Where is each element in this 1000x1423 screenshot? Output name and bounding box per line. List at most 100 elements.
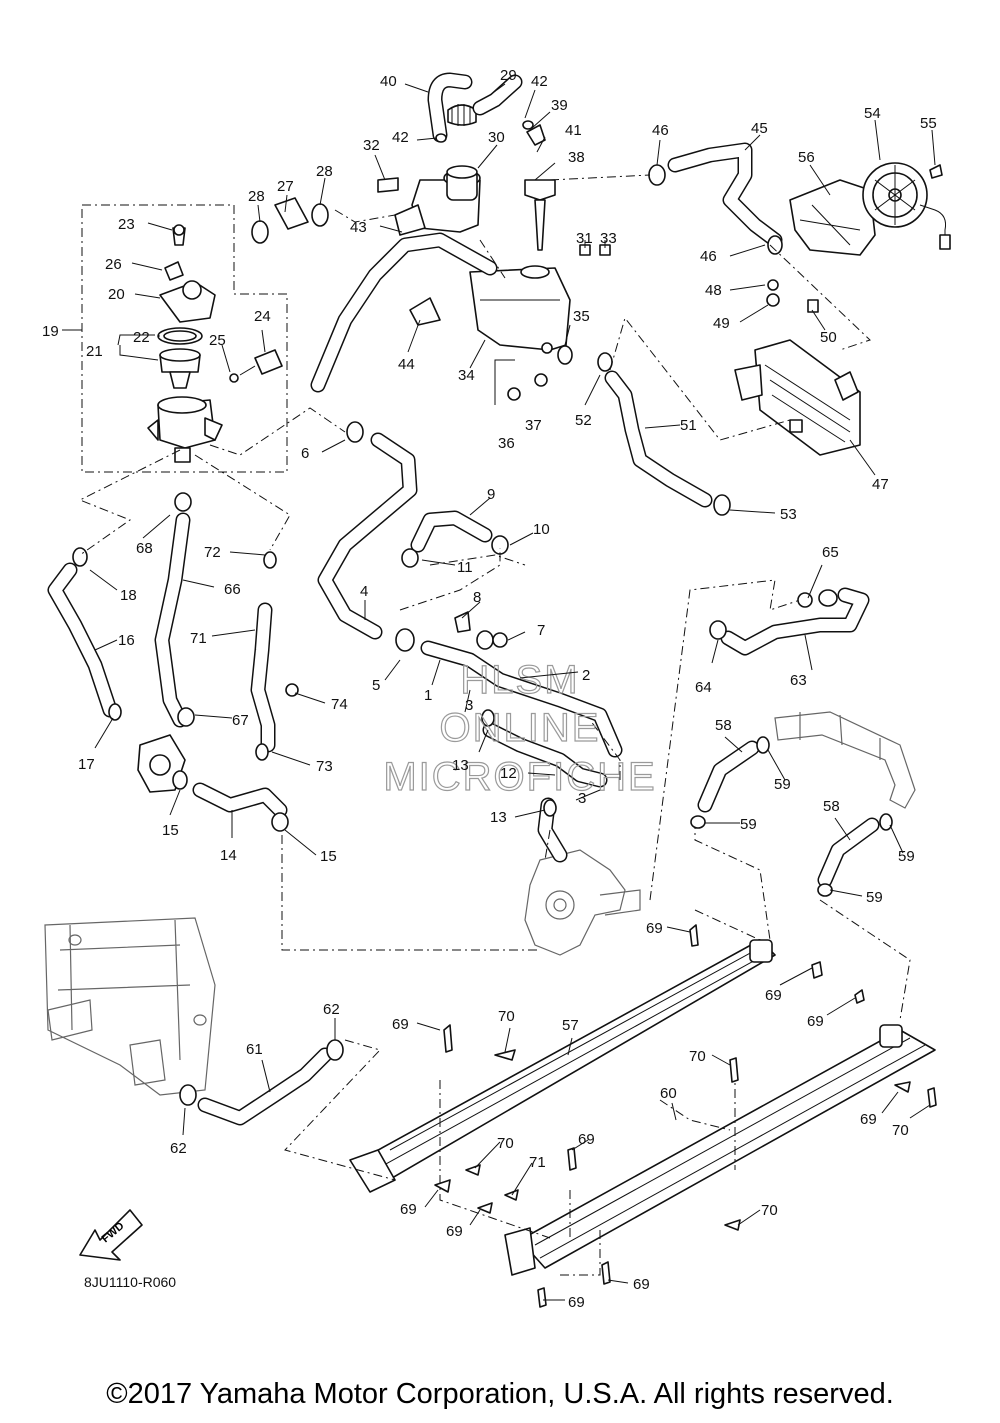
callout: 24 <box>254 308 271 325</box>
callout: 15 <box>162 822 179 839</box>
callout: 31 <box>576 230 593 247</box>
callout: 70 <box>497 1135 514 1152</box>
callout: 33 <box>600 230 617 247</box>
watermark: HLSM ONLINE MICROFICHE <box>383 657 656 799</box>
callout: 7 <box>537 622 545 639</box>
callout: 39 <box>551 97 568 114</box>
hoses-58 <box>697 740 880 888</box>
callout: 74 <box>331 696 348 713</box>
watermark-line-2: ONLINE <box>440 706 601 750</box>
connection-lines <box>78 174 911 1276</box>
callout: 5 <box>372 677 380 694</box>
pipe-1 <box>420 630 623 758</box>
callout: 23 <box>118 216 135 233</box>
hose-72 <box>250 602 276 753</box>
callout: 13 <box>490 809 507 826</box>
hose-16 <box>47 547 118 718</box>
hose-27 <box>251 197 329 244</box>
callout: 59 <box>774 776 791 793</box>
callout: 65 <box>822 544 839 561</box>
callout: 17 <box>78 756 95 773</box>
callout: 70 <box>892 1122 909 1139</box>
hose-9 <box>401 510 509 568</box>
callout: 4 <box>360 583 368 600</box>
thermostat-assembly-outline <box>62 204 288 473</box>
hose-14 <box>192 782 289 832</box>
callout: 57 <box>562 1017 579 1034</box>
callout: 59 <box>898 848 915 865</box>
callout: 16 <box>118 632 135 649</box>
callout: 44 <box>398 356 415 373</box>
callout: 21 <box>86 343 103 360</box>
callout: 41 <box>565 122 582 139</box>
callout: 27 <box>277 178 294 195</box>
radiator-cap-valve <box>524 179 556 251</box>
callout: 9 <box>487 486 495 503</box>
callout: 46 <box>700 248 717 265</box>
frame-ghost <box>44 917 216 1096</box>
callout-leaders <box>89 83 936 1301</box>
callout: 63 <box>790 672 807 689</box>
fwd-arrow: FWD <box>79 1209 143 1261</box>
watermark-line-3: MICROFICHE <box>383 755 656 799</box>
radiator <box>734 279 861 456</box>
callout: 38 <box>568 149 585 166</box>
callout: 42 <box>392 129 409 146</box>
callout: 40 <box>380 73 397 90</box>
callout: 48 <box>705 282 722 299</box>
cooling-pipe-57 <box>349 939 776 1193</box>
callout: 32 <box>363 137 380 154</box>
callout: 28 <box>248 188 265 205</box>
hose-63 <box>709 587 870 656</box>
hose-4 <box>317 421 418 652</box>
callout: 6 <box>301 445 309 462</box>
callout: 2 <box>582 667 590 684</box>
callout: 8 <box>473 589 481 606</box>
callout: 43 <box>350 219 367 236</box>
callout: 72 <box>204 544 221 561</box>
callout: 14 <box>220 847 237 864</box>
cooling-pipe-ghost <box>774 711 916 809</box>
callout: 26 <box>105 256 122 273</box>
callout: 69 <box>400 1201 417 1218</box>
callout: 50 <box>820 329 837 346</box>
callout: 19 <box>42 323 59 340</box>
reservoir-bottle <box>469 265 571 354</box>
callout: 69 <box>807 1013 824 1030</box>
callout-labels: 1 2 3 3 4 5 6 7 8 9 10 11 12 13 13 14 15… <box>42 67 937 1311</box>
callout: 51 <box>680 417 697 434</box>
callout: 70 <box>689 1048 706 1065</box>
callout: 71 <box>529 1154 546 1171</box>
callout: 69 <box>568 1294 585 1311</box>
callout: 53 <box>780 506 797 523</box>
callout: 13 <box>452 757 469 774</box>
callout: 49 <box>713 315 730 332</box>
callout: 70 <box>498 1008 515 1025</box>
callout: 59 <box>740 816 757 833</box>
callout: 3 <box>578 790 586 807</box>
callout: 10 <box>533 521 550 538</box>
callout: 20 <box>108 286 125 303</box>
callout: 25 <box>209 332 226 349</box>
watermark-line-1: HLSM <box>460 658 579 702</box>
callout: 64 <box>695 679 712 696</box>
callout: 61 <box>246 1041 263 1058</box>
hose-45 <box>648 142 783 255</box>
callout: 69 <box>860 1111 877 1128</box>
hose-66 <box>154 492 195 728</box>
callout: 69 <box>765 987 782 1004</box>
callout: 46 <box>652 122 669 139</box>
callout: 55 <box>920 115 937 132</box>
callout: 62 <box>323 1001 340 1018</box>
callout: 22 <box>133 329 150 346</box>
callout: 68 <box>136 540 153 557</box>
callout: 59 <box>866 889 883 906</box>
callout: 12 <box>500 765 517 782</box>
callout: 47 <box>872 476 889 493</box>
callout: 58 <box>823 798 840 815</box>
callout: 62 <box>170 1140 187 1157</box>
callout: 52 <box>575 412 592 429</box>
callout: 15 <box>320 848 337 865</box>
callout: 69 <box>392 1016 409 1033</box>
